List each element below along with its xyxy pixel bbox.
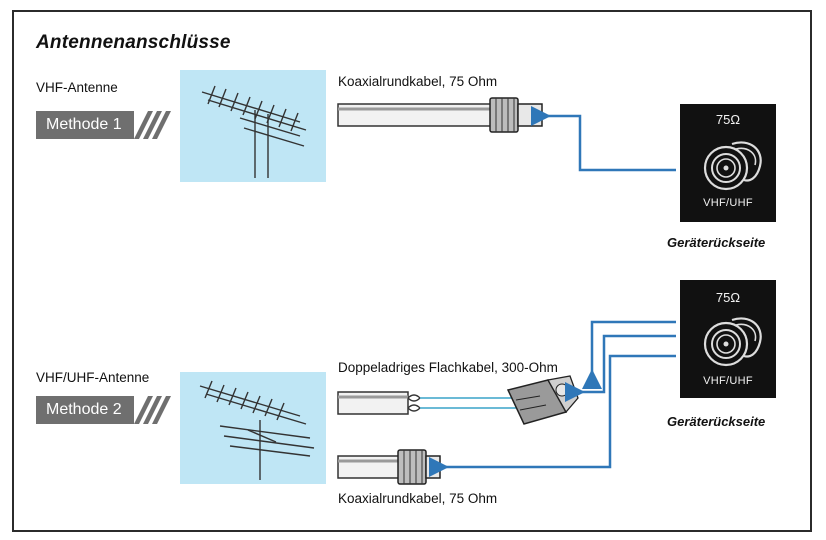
flat-cable-label: Doppeladriges Flachkabel, 300-Ohm: [338, 360, 558, 375]
vhf-uhf-antenna-label: VHF/UHF-Antenne: [36, 370, 150, 385]
coax-cable-2: [337, 455, 403, 479]
arrow-2: [565, 334, 676, 402]
antenna-2-background: [180, 372, 326, 484]
method-2-label: Methode 2: [36, 396, 134, 424]
hatch-icon: [133, 396, 171, 424]
impedance-label: 75Ω: [715, 112, 741, 127]
arrow-3: [429, 354, 676, 477]
vhf-antenna-icon: [201, 85, 307, 178]
balun-adapter-icon: [506, 375, 579, 425]
rear-panel-2: 75Ω VHF/UHF: [680, 280, 776, 398]
diagram-title: Antennenanschlüsse: [36, 32, 231, 53]
diagram-frame: [12, 10, 812, 532]
flat-cable: [337, 391, 516, 415]
method-1-label: Methode 1: [36, 111, 134, 139]
coax-cable-label-2: Koaxialrundkabel, 75 Ohm: [338, 491, 498, 506]
rear-caption-1: Geräterückseite: [667, 235, 766, 250]
coax-cable-label-1: Koaxialrundkabel, 75 Ohm: [338, 74, 498, 89]
port-label: VHF/UHF: [703, 375, 753, 387]
method-1-badge: Methode 1: [36, 111, 174, 139]
arrow-1: [531, 106, 676, 172]
hatch-icon: [133, 111, 171, 139]
coax-plug-2: [397, 449, 441, 485]
vhf-antenna-label: VHF-Antenne: [36, 80, 118, 95]
coax-plug-1: [489, 97, 543, 133]
port-label: VHF/UHF: [703, 197, 753, 209]
antenna-socket-icon: [703, 317, 762, 367]
rear-caption-2: Geräterückseite: [667, 414, 766, 429]
vhf-uhf-antenna-icon: [199, 380, 315, 480]
antenna-socket-icon: [703, 141, 762, 191]
rear-panel-1: 75Ω VHF/UHF: [680, 104, 776, 222]
coax-cable-1: [337, 103, 499, 127]
antenna-1-background: [180, 70, 326, 182]
arrow-4: [582, 320, 676, 389]
impedance-label: 75Ω: [715, 290, 741, 305]
method-2-badge: Methode 2: [36, 396, 174, 424]
